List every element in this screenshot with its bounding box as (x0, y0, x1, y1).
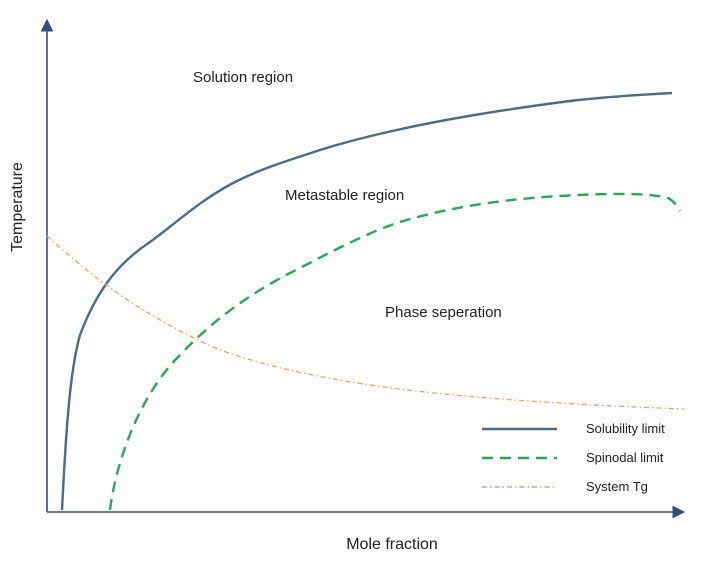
region-solution-label: Solution region (193, 69, 293, 86)
solubility-limit-curve (60, 91, 673, 511)
y-axis-title: Temperature (9, 162, 26, 252)
legend: Solubility limit Spinodal limit System T… (482, 421, 665, 494)
legend-spinodal-label: Spinodal limit (586, 450, 664, 465)
spinodal-limit-curve (108, 192, 682, 511)
legend-solubility-label: Solubility limit (586, 421, 665, 436)
system-tg-curve (46, 235, 685, 410)
legend-tg-label: System Tg (586, 479, 648, 494)
region-phase-label: Phase seperation (385, 304, 502, 321)
region-metastable-label: Metastable region (285, 187, 404, 204)
x-axis-title: Mole fraction (346, 536, 438, 553)
